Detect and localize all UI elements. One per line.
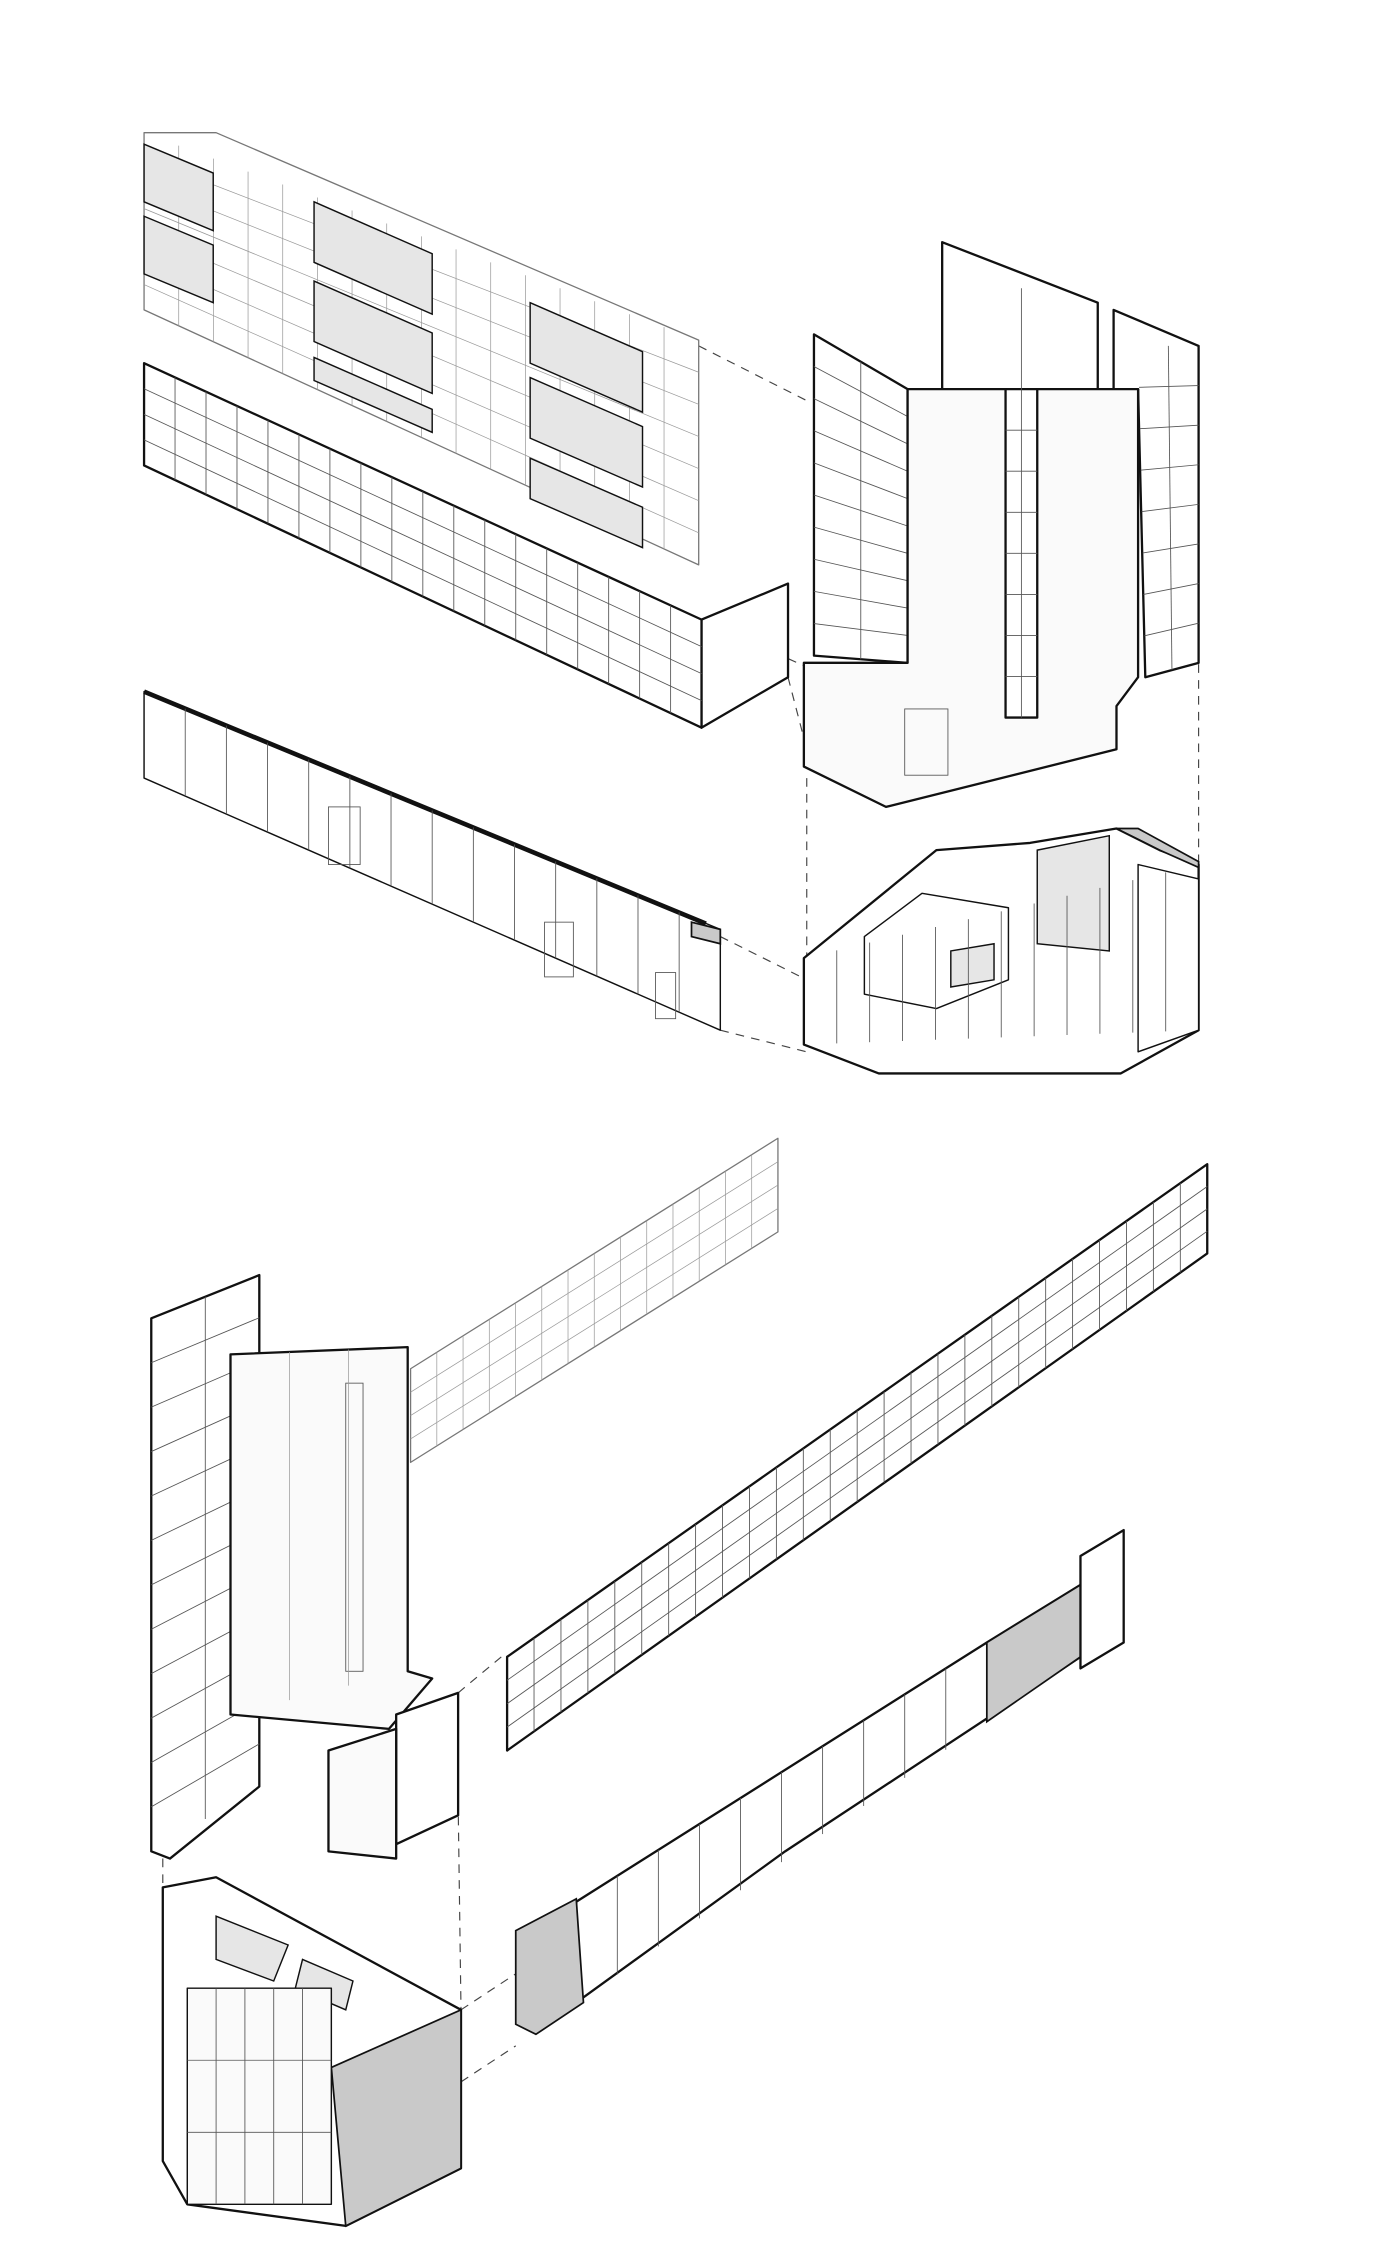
floor-line	[1141, 503, 1199, 513]
window-frame-line	[410, 1161, 779, 1393]
long-ground-wall	[514, 1528, 1125, 2036]
floor-line	[813, 430, 908, 472]
window-frame-line	[143, 388, 702, 648]
window-frame-line	[143, 413, 702, 675]
window-bays	[143, 143, 644, 549]
ground-floor-plan-block-lower	[161, 1876, 463, 2228]
window-frame-line	[506, 1230, 1208, 1728]
framed-facade-panel	[142, 362, 790, 729]
tower-lower-volume	[150, 1273, 460, 1860]
floor-line	[1138, 385, 1199, 388]
floor-line	[1139, 424, 1199, 430]
floor-line	[813, 366, 908, 417]
window-frame-line	[506, 1208, 1208, 1705]
ground-floor-plan-block	[802, 827, 1200, 1075]
floor-line	[813, 623, 908, 636]
floor-line	[813, 526, 908, 554]
floor-line	[813, 590, 908, 609]
window-frame-line	[410, 1184, 779, 1416]
floor-line	[1142, 543, 1199, 554]
floor-line	[813, 494, 908, 527]
facade-grid-line	[143, 208, 699, 437]
window-frame-line	[410, 1208, 779, 1440]
floor-line	[1144, 622, 1199, 637]
floor-line	[813, 398, 908, 445]
floor-line	[1140, 464, 1199, 471]
window-frame-line	[143, 439, 702, 702]
rear-facade-panel	[409, 1137, 779, 1464]
floor-line	[151, 1743, 260, 1808]
long-facade-panel	[505, 1163, 1209, 1752]
tower-upper-volume	[802, 241, 1200, 809]
floor-line	[813, 462, 908, 500]
floor-line	[1143, 583, 1199, 595]
upper-facade-panel	[143, 132, 700, 566]
dashed-connector-lines-bottom	[162, 1656, 517, 2083]
floor-line	[813, 558, 908, 582]
floor-line	[151, 1317, 260, 1364]
window-frame-line	[506, 1186, 1208, 1681]
ground-floor-wall	[143, 689, 722, 1031]
doors	[328, 806, 677, 1020]
